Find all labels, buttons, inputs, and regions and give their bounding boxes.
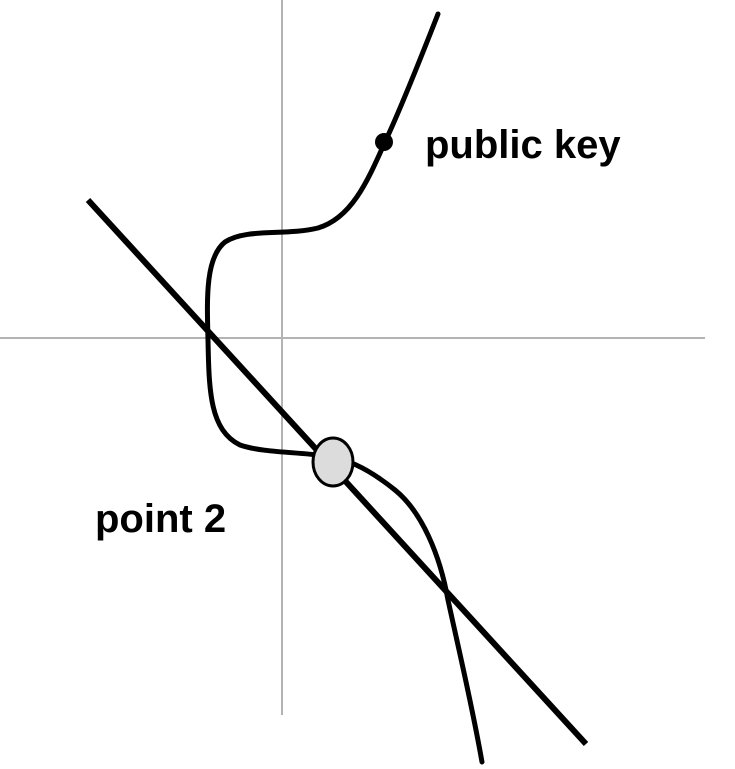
point-2-label: point 2 — [95, 497, 226, 541]
public-key-point — [375, 133, 393, 151]
curve — [204, 11, 485, 765]
public-key-label: public key — [425, 123, 621, 167]
point-2-marker — [311, 436, 355, 488]
